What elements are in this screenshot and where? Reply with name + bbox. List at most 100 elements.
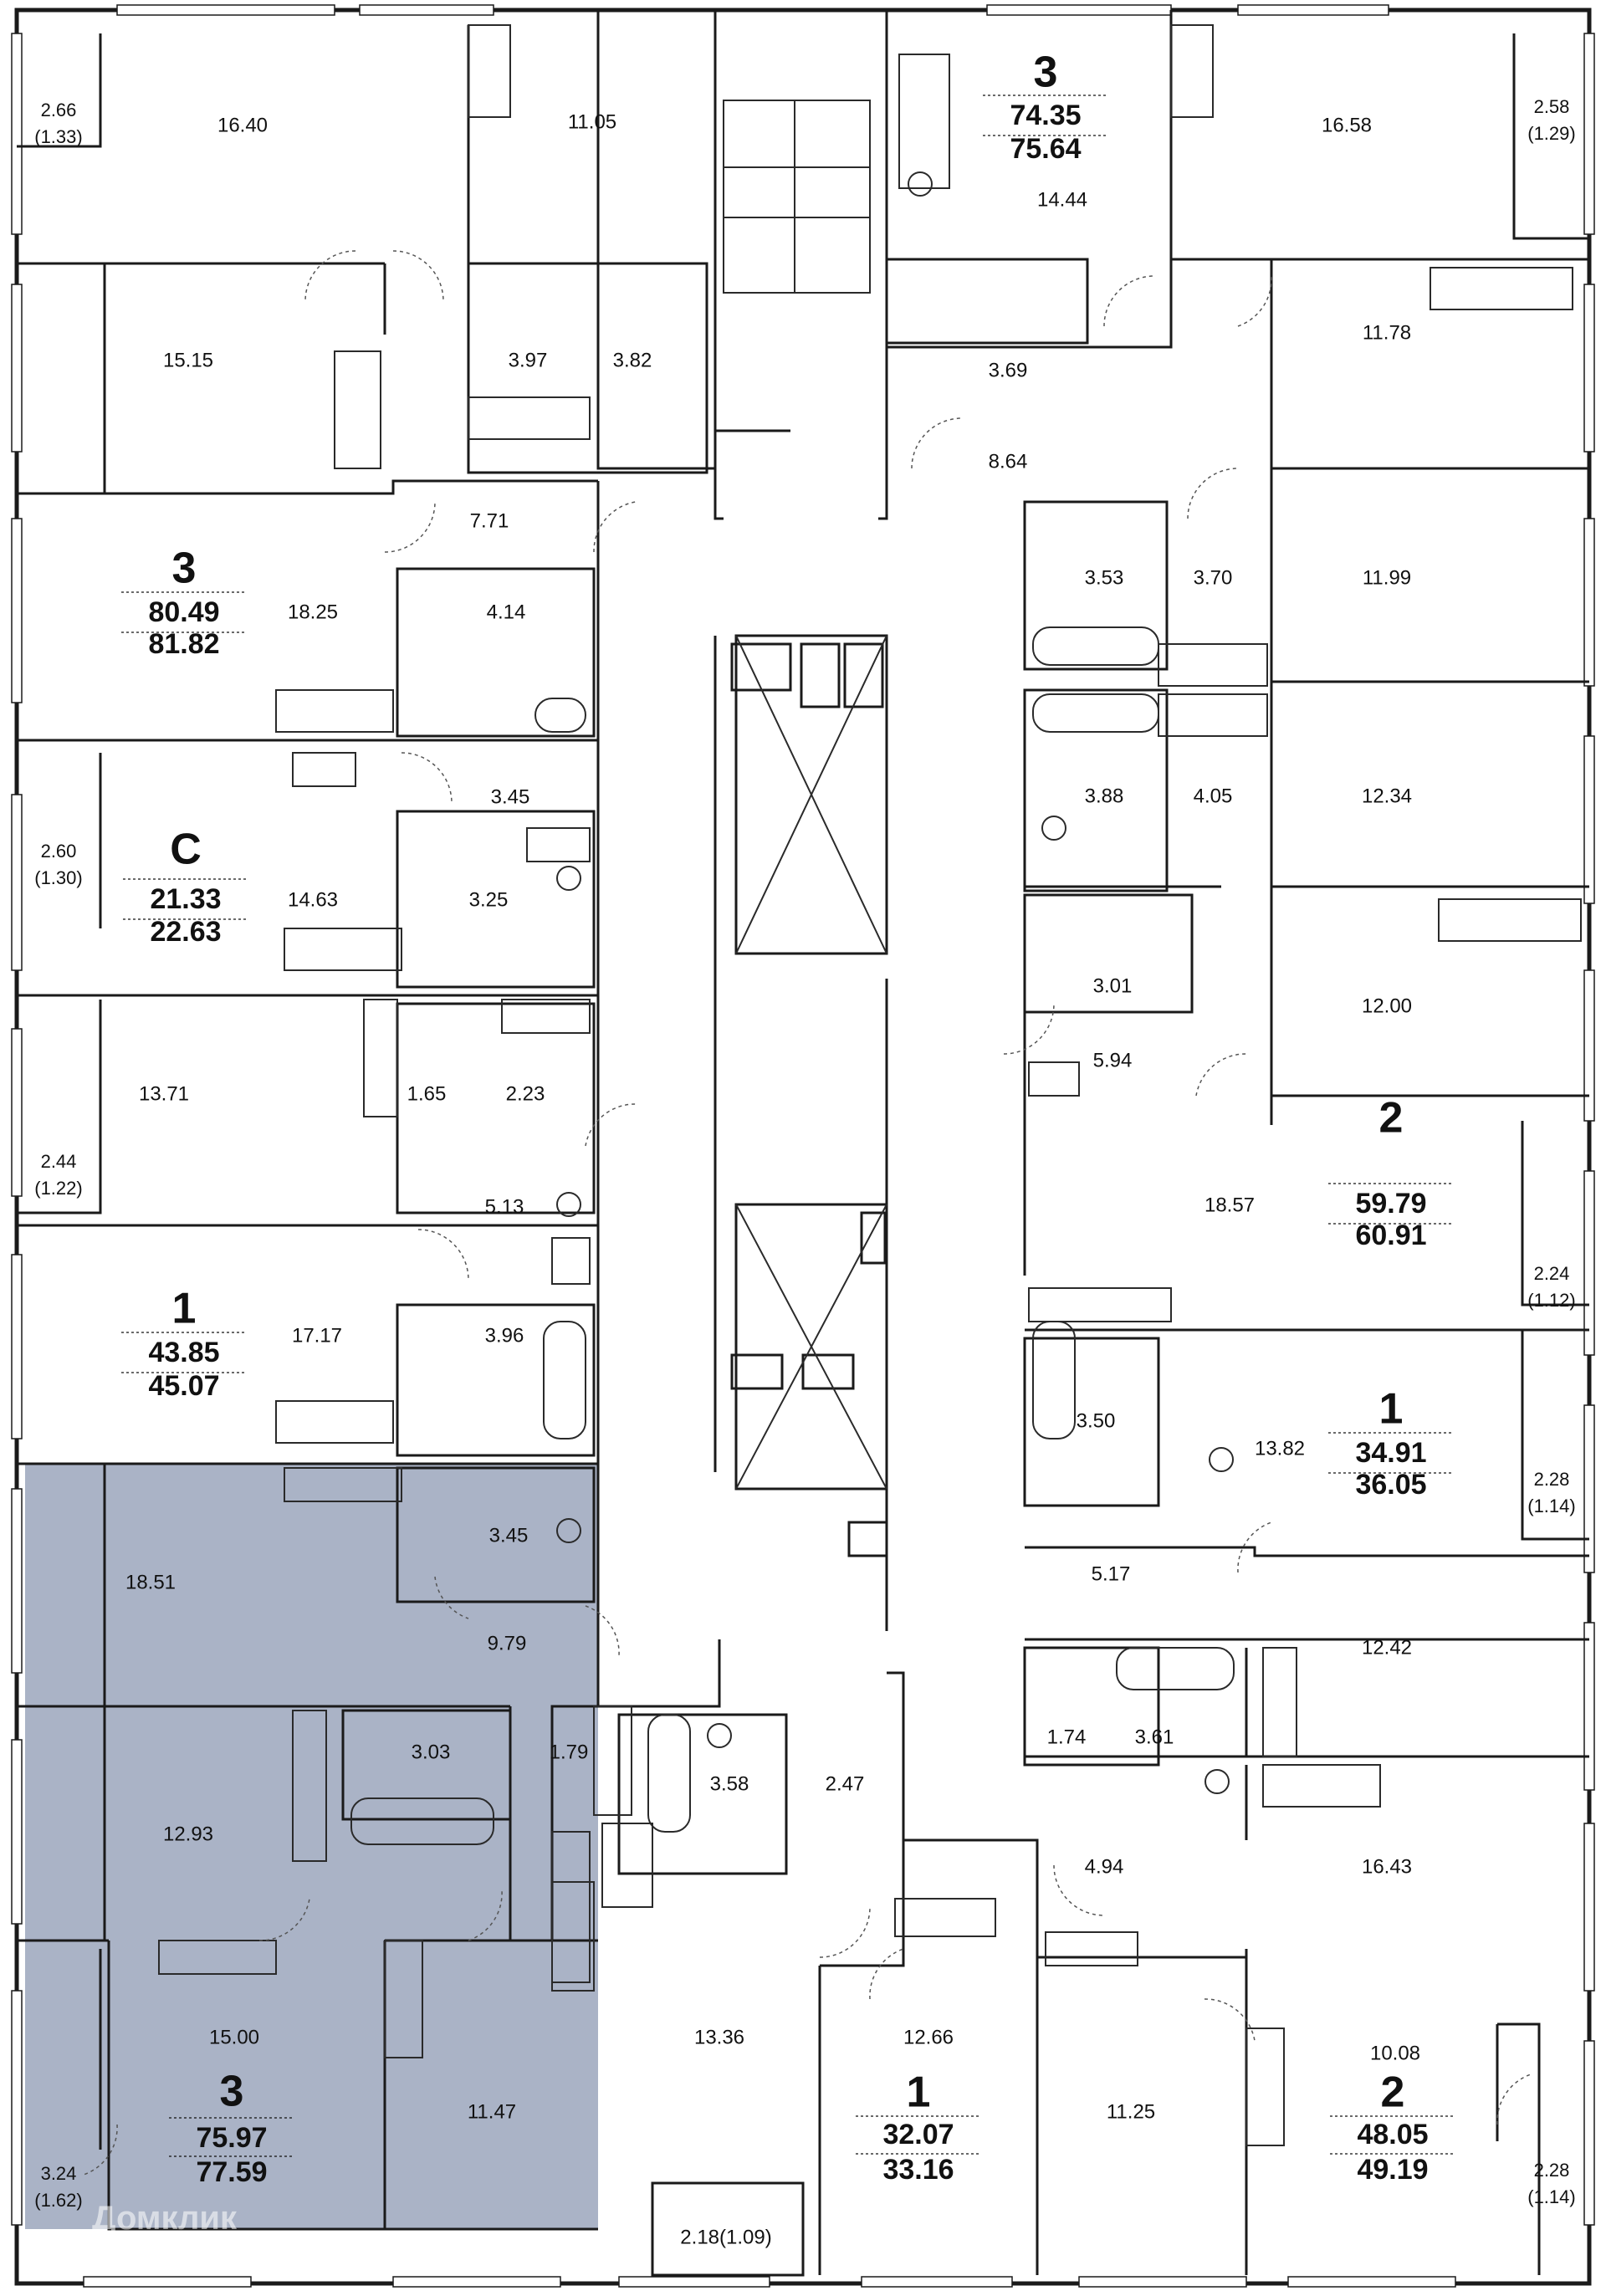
balcony-area: 2.28 bbox=[1534, 1469, 1570, 1490]
balcony-area: 2.60 bbox=[41, 841, 77, 862]
apartment-total: 34.91 bbox=[1355, 1437, 1426, 1469]
room-area: 11.78 bbox=[1363, 321, 1411, 344]
apartment-rooms: 3 bbox=[220, 2068, 244, 2116]
balcony-reduced: (1.14) bbox=[1527, 1496, 1575, 1516]
room-area: 18.51 bbox=[125, 1571, 176, 1593]
room-area: 3.45 bbox=[489, 1524, 529, 1547]
apartment-rooms: С bbox=[170, 826, 202, 874]
interior-walls bbox=[17, 10, 1589, 2277]
apartment-total-balcony: 81.82 bbox=[148, 628, 219, 660]
room-area: 3.01 bbox=[1093, 974, 1133, 997]
room-area: 15.15 bbox=[163, 349, 213, 371]
watermark: Домклик bbox=[92, 2200, 238, 2237]
apartment-total: 59.79 bbox=[1355, 1188, 1426, 1220]
apartment-summary-highlighted[interactable]: 3 75.97 77.59 bbox=[169, 2068, 294, 2188]
apartment-summary[interactable]: 1 43.85 45.07 bbox=[121, 1285, 247, 1402]
apartment-total-balcony: 33.16 bbox=[882, 2154, 954, 2186]
room-area: 17.17 bbox=[292, 1324, 342, 1347]
room-area: 18.25 bbox=[288, 601, 338, 623]
apartment-summary[interactable]: 1 34.91 36.05 bbox=[1328, 1385, 1454, 1501]
apartment-total: 75.97 bbox=[196, 2122, 267, 2154]
room-area: 5.17 bbox=[1092, 1562, 1131, 1585]
room-area: 3.82 bbox=[613, 349, 652, 371]
apartment-total-balcony: 45.07 bbox=[148, 1370, 219, 1402]
highlighted-apartment[interactable] bbox=[25, 1464, 598, 2229]
balcony-reduced: (1.12) bbox=[1527, 1290, 1575, 1311]
room-area: 3.53 bbox=[1085, 566, 1124, 589]
room-area: 11.47 bbox=[468, 2100, 516, 2123]
apartment-total: 80.49 bbox=[148, 596, 219, 628]
room-area: 11.25 bbox=[1107, 2100, 1155, 2123]
room-area: 3.03 bbox=[412, 1741, 451, 1763]
room-area: 4.05 bbox=[1194, 785, 1233, 807]
apartment-summary[interactable]: С 21.33 22.63 bbox=[123, 826, 248, 948]
apartment-rooms: 1 bbox=[907, 2068, 931, 2117]
room-area: 5.94 bbox=[1093, 1049, 1133, 1071]
room-area: 12.93 bbox=[163, 1823, 213, 1845]
room-area: 1.74 bbox=[1047, 1726, 1087, 1748]
room-area: 5.13 bbox=[485, 1195, 524, 1218]
balcony-reduced: (1.29) bbox=[1527, 123, 1575, 144]
apartment-labels: 3 74.35 75.64 3 80.49 81.82 С 21.33 22.6… bbox=[121, 49, 1455, 2188]
room-area: 18.57 bbox=[1204, 1194, 1255, 1216]
balcony-area: 2.44 bbox=[41, 1151, 77, 1172]
room-area: 11.99 bbox=[1363, 566, 1411, 589]
apartment-total-balcony: 36.05 bbox=[1355, 1469, 1426, 1501]
balcony-reduced: (1.30) bbox=[34, 867, 82, 888]
room-area: 15.00 bbox=[209, 2026, 259, 2048]
room-area: 12.42 bbox=[1362, 1636, 1412, 1659]
balcony-reduced: (1.62) bbox=[34, 2190, 82, 2211]
apartment-total-balcony: 77.59 bbox=[196, 2156, 267, 2188]
room-area: 14.63 bbox=[288, 888, 338, 911]
apartment-total-balcony: 75.64 bbox=[1010, 133, 1081, 165]
room-area: 3.88 bbox=[1085, 785, 1124, 807]
balcony-area: 2.24 bbox=[1534, 1263, 1570, 1284]
room-area: 11.05 bbox=[568, 110, 616, 133]
balcony-reduced: (1.14) bbox=[1527, 2186, 1575, 2207]
balcony-area: 2.58 bbox=[1534, 96, 1570, 117]
room-area: 9.79 bbox=[488, 1632, 527, 1654]
room-area: 14.44 bbox=[1037, 188, 1087, 211]
apartment-rooms: 1 bbox=[1379, 1385, 1404, 1434]
apartment-rooms: 2 bbox=[1381, 2068, 1405, 2117]
apartment-total: 32.07 bbox=[882, 2119, 954, 2150]
windows bbox=[11, 4, 1595, 2288]
fixtures bbox=[158, 24, 1582, 2146]
apartment-summary[interactable]: 2 48.05 49.19 bbox=[1330, 2068, 1455, 2186]
apartment-total: 21.33 bbox=[150, 883, 221, 915]
room-area: 13.82 bbox=[1255, 1437, 1305, 1460]
apartment-rooms: 3 bbox=[172, 545, 197, 593]
room-area: 3.58 bbox=[710, 1772, 749, 1795]
apartment-summary[interactable]: 2 59.79 60.91 bbox=[1328, 1094, 1454, 1251]
apartment-total-balcony: 22.63 bbox=[150, 916, 221, 948]
apartment-total: 43.85 bbox=[148, 1337, 219, 1368]
room-area: 10.08 bbox=[1370, 2042, 1420, 2064]
apartment-summary[interactable]: 3 80.49 81.82 bbox=[121, 545, 247, 660]
room-area: 12.34 bbox=[1362, 785, 1412, 807]
room-area: 4.14 bbox=[487, 601, 526, 623]
apartment-summary[interactable]: 3 74.35 75.64 bbox=[983, 49, 1108, 165]
apartment-summary[interactable]: 1 32.07 33.16 bbox=[856, 2068, 981, 2186]
room-area: 3.50 bbox=[1077, 1409, 1116, 1432]
room-area: 3.45 bbox=[491, 785, 530, 808]
room-area: 16.40 bbox=[217, 114, 268, 136]
room-area: 12.66 bbox=[903, 2026, 954, 2048]
room-area: 12.00 bbox=[1362, 995, 1412, 1017]
room-area: 4.94 bbox=[1085, 1855, 1124, 1878]
balcony-reduced: (1.33) bbox=[34, 126, 82, 147]
room-area: 3.70 bbox=[1194, 566, 1233, 589]
apartment-total-balcony: 60.91 bbox=[1355, 1220, 1426, 1251]
room-area: 16.58 bbox=[1322, 114, 1372, 136]
room-area: 8.64 bbox=[989, 450, 1028, 473]
room-area: 2.23 bbox=[506, 1082, 545, 1105]
room-area: 2.18(1.09) bbox=[680, 2226, 771, 2248]
apartment-rooms: 2 bbox=[1379, 1094, 1404, 1143]
room-area: 16.43 bbox=[1362, 1855, 1412, 1878]
room-area: 2.47 bbox=[826, 1772, 865, 1795]
room-area: 3.25 bbox=[469, 888, 509, 911]
room-area: 7.71 bbox=[470, 509, 509, 532]
balcony-labels: 2.66 (1.33) 2.60 (1.30) 2.44 (1.22) 3.24… bbox=[34, 96, 1575, 2211]
room-area: 13.71 bbox=[139, 1082, 189, 1105]
room-area: 3.69 bbox=[989, 359, 1028, 381]
